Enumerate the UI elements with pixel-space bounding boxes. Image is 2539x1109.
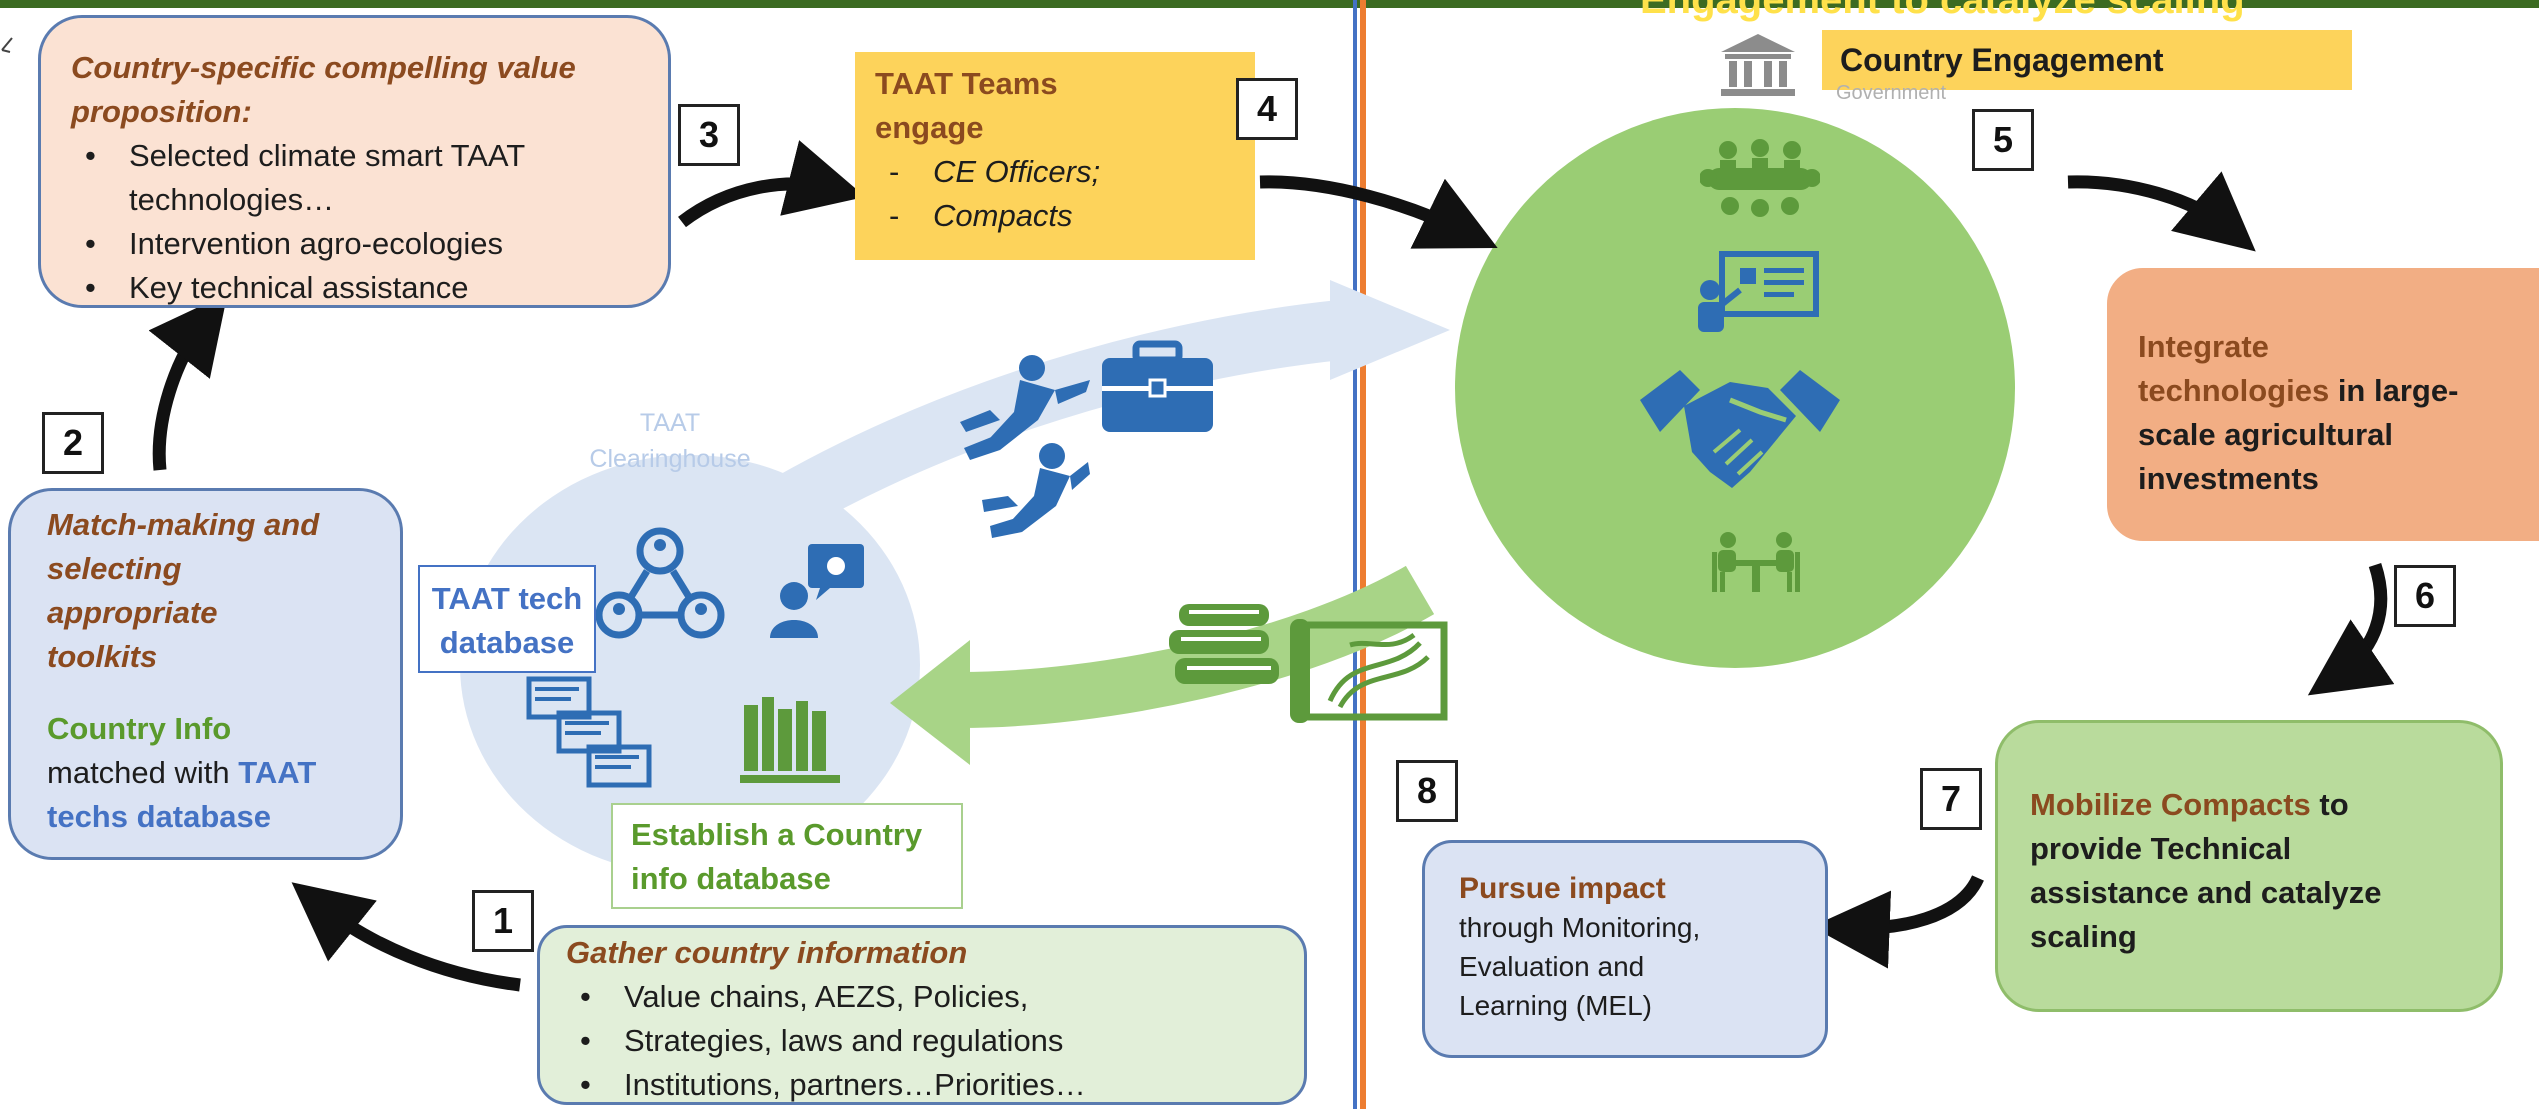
step-number-1: 1 [472, 890, 534, 952]
gather-info-box: Gather country information Value chains,… [537, 925, 1307, 1107]
superhero-icon [960, 355, 1090, 538]
taat-label: TAAT [238, 755, 317, 790]
taat-teams-item: Compacts [889, 194, 1245, 238]
step-number-6: 6 [2394, 565, 2456, 627]
integrate-line1: Integrate [2138, 329, 2269, 364]
taat-teams-title-2: engage [875, 110, 984, 145]
value-proposition-box: Country-specific compelling value propos… [38, 15, 671, 310]
value-proposition-item: Key technical assistance [85, 266, 661, 310]
match-making-title-3: appropriate [47, 595, 218, 630]
techs-database-label: techs database [47, 799, 271, 834]
step-number-4: 4 [1236, 78, 1298, 140]
matched-with-text: matched with [47, 755, 230, 790]
step-number-5: 5 [1972, 109, 2034, 171]
country-info-label: Country Info [47, 711, 232, 746]
integrate-technologies-box: Integrate technologies in large- scale a… [2107, 268, 2539, 541]
taat-teams-item: CE Officers; [889, 150, 1245, 194]
arrow-5-to-integrate [2067, 171, 2256, 252]
step-number-8: 8 [1396, 760, 1458, 822]
country-engagement-label: Country Engagement [1822, 30, 2352, 90]
header-bar [0, 0, 2539, 8]
clearinghouse-label: TAAT Clearinghouse [589, 409, 751, 473]
presentation-icon [1698, 251, 1819, 332]
gather-info-item: Institutions, partners…Priorities… [580, 1063, 1306, 1107]
step-number-3: 3 [678, 104, 740, 166]
divider-right [1360, 0, 1366, 1109]
documents-icon [526, 676, 652, 788]
establish-line1: Establish a Country [631, 817, 923, 852]
tech-db-line2: database [439, 625, 575, 660]
taat-teams-box: TAAT Teams engage CE Officers; Compacts [855, 52, 1255, 260]
match-making-title: Match-making and [47, 507, 320, 542]
arrow-2-to-3 [148, 293, 228, 471]
mobilize-line2: provide Technical [2030, 831, 2292, 866]
gather-info-item: Value chains, AEZS, Policies, [580, 975, 1306, 1019]
integrate-line2b: in large- [2329, 373, 2459, 408]
value-proposition-item: Intervention agro-ecologies [85, 222, 661, 266]
library-icon [740, 697, 840, 783]
mobilize-line3: assistance and catalyze [2030, 875, 2382, 910]
arrow-1-to-2 [291, 882, 521, 992]
mobilize-to: to [2310, 787, 2349, 822]
integrate-line4: investments [2138, 461, 2319, 496]
value-proposition-item: Selected climate smart TAAT [85, 134, 661, 178]
government-label: Government [1836, 82, 1947, 104]
arrow-7-to-8 [1811, 874, 1984, 969]
header-title: Engagement to catalyze scaling [1640, 0, 2245, 22]
establish-database-box: Establish a Country info database [611, 803, 963, 909]
government-building-icon [1721, 34, 1795, 96]
meeting-table-icon [1700, 139, 1820, 217]
books-icon [1169, 604, 1279, 684]
match-making-title-2: selecting [47, 551, 182, 586]
arrow-4-to-5 [1259, 175, 1498, 249]
handshake-icon [1640, 370, 1840, 488]
tech-db-line1: TAAT tech [431, 581, 583, 616]
value-proposition-item-cont: technologies… [129, 182, 335, 217]
match-making-box: Match-making and selecting appropriate t… [8, 488, 403, 860]
integrate-technologies: technologies [2138, 373, 2330, 408]
pursue-impact-title: Pursue impact [1459, 872, 1666, 905]
arrow-6-to-7 [2307, 562, 2395, 696]
idea-person-icon [770, 544, 864, 638]
step-number-2: 2 [42, 412, 104, 474]
pursue-impact-box: Pursue impact through Monitoring, Evalua… [1422, 840, 1828, 1058]
establish-line2: info database [631, 861, 831, 896]
pursue-line4: Learning (MEL) [1459, 990, 1652, 1021]
mobilize-compacts-box: Mobilize Compacts to provide Technical a… [1995, 720, 2503, 1012]
mobilize-line4: scaling [2030, 919, 2137, 954]
pursue-line3: Evaluation and [1459, 951, 1645, 982]
taat-teams-title: TAAT Teams [875, 66, 1058, 101]
mobilize-compacts: Mobilize Compacts [2030, 787, 2311, 822]
match-making-title-4: toolkits [47, 639, 158, 674]
pursue-line2: through Monitoring, [1459, 912, 1701, 943]
arrow-3-to-4 [678, 140, 866, 228]
people-at-table-icon [1712, 532, 1800, 592]
gather-info-title: Gather country information [566, 935, 968, 970]
gather-info-item: Strategies, laws and regulations [580, 1019, 1306, 1063]
value-proposition-title: Country-specific compelling value [71, 50, 576, 85]
divider-left [1353, 0, 1357, 1109]
step-number-7: 7 [1920, 768, 1982, 830]
network-icon [595, 527, 725, 639]
taat-tech-database-box: TAAT tech database [418, 565, 596, 673]
value-proposition-title-2: proposition: [71, 94, 252, 129]
briefcase-icon [1102, 340, 1213, 432]
map-icon [1290, 619, 1448, 723]
integrate-line3: scale agricultural [2138, 417, 2394, 452]
